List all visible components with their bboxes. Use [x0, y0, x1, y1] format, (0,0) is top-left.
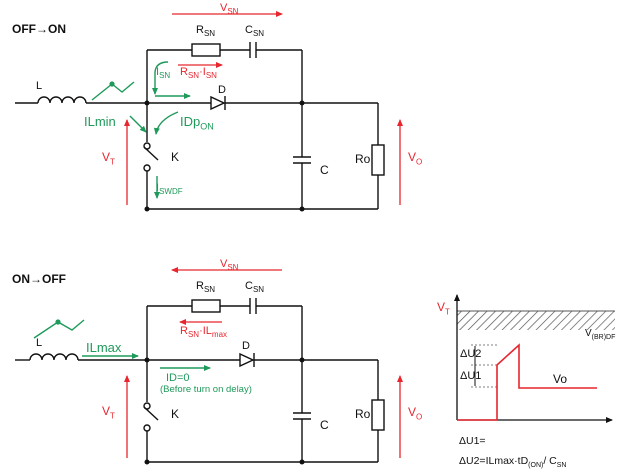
- bottom-green-arrows: [33, 319, 211, 371]
- top-heading: OFF→ON: [12, 22, 66, 36]
- top-vsn-label: VSN: [220, 2, 239, 17]
- waveform-du2-label: ΔU2: [460, 348, 482, 360]
- top-vo-label: VO: [408, 150, 423, 167]
- bottom-csn-label: CSN: [245, 280, 265, 295]
- top-diode-label: D: [218, 84, 226, 96]
- top-vt-label: VT: [102, 150, 115, 167]
- waveform-vbr-label: V(BR)DF: [585, 328, 616, 341]
- top-isn-label: ISN: [156, 66, 171, 81]
- bottom-rsn-il-label: RSN·ILmax: [180, 325, 228, 340]
- bottom-junctions: [144, 357, 305, 465]
- vt-waveform: [457, 343, 597, 421]
- bottom-ripple-point: [55, 319, 61, 325]
- waveform-eq2: ΔU2=ILmax·tD(ON)/ CSN: [459, 455, 567, 470]
- waveform-eq1: ΔU1=: [459, 435, 486, 447]
- top-c-label: C: [320, 163, 329, 177]
- bottom-vo-label: VO: [408, 405, 423, 422]
- bottom-diode-label: D: [242, 340, 250, 352]
- bottom-rsn-label: RSN: [196, 280, 216, 295]
- top-rsn-isn-label: RSN·ISN: [180, 66, 217, 81]
- waveform-du1-label: ΔU1: [460, 370, 482, 382]
- top-csn-label: CSN: [245, 24, 265, 39]
- bottom-id0-note: (Before turn on delay): [160, 384, 252, 395]
- breakdown-hatch-band: [457, 311, 615, 330]
- waveform-vo-label: Vo: [553, 372, 568, 386]
- bottom-diode: [239, 352, 255, 368]
- bottom-id0-label: ID=0: [166, 372, 190, 384]
- bottom-red-arrows: [124, 267, 403, 458]
- top-iswdf-label: ISWDF: [156, 182, 183, 197]
- top-junctions: [144, 100, 305, 212]
- waveform-plot: [454, 294, 615, 423]
- waveform-vt-label: VT: [437, 300, 450, 317]
- bottom-inductor-label: L: [36, 337, 43, 349]
- top-circuit: [15, 42, 385, 210]
- top-diode: [210, 95, 226, 111]
- bottom-k-label: K: [171, 407, 180, 421]
- top-rsn-label: RSN: [196, 24, 216, 39]
- top-ripple-point: [109, 81, 115, 87]
- top-ilmin-label: ILmin: [84, 114, 116, 129]
- bottom-vt-label: VT: [102, 404, 115, 421]
- top-k-label: K: [171, 150, 180, 164]
- top-red-arrows: [124, 11, 403, 205]
- bottom-ilmax-label: ILmax: [86, 340, 122, 355]
- bottom-inductor: [29, 353, 79, 361]
- top-ro-label: Ro: [355, 152, 371, 166]
- top-idpon-label: IDpON: [180, 114, 214, 132]
- top-inductor: [37, 96, 87, 104]
- top-green-arrows: [91, 61, 191, 199]
- top-inductor-label: L: [36, 80, 43, 92]
- bottom-circuit: [15, 298, 385, 463]
- bottom-ro-label: Ro: [355, 407, 371, 421]
- bottom-heading: ON→OFF: [12, 272, 66, 286]
- bottom-vsn-label: VSN: [220, 258, 239, 273]
- bottom-c-label: C: [320, 418, 329, 432]
